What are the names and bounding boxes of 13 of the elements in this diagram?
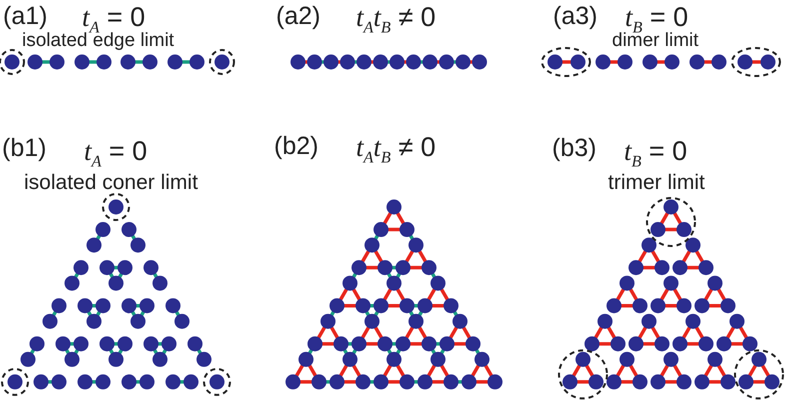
panel-label: (a1): [3, 4, 48, 29]
panel-label: (b1): [2, 136, 46, 161]
limit-caption: trimer limit: [608, 172, 705, 193]
panel-label: (a3): [553, 4, 598, 29]
limit-caption: isolated edge limit: [22, 31, 174, 50]
panel-label: (b3): [552, 136, 596, 161]
hopping-equation: t$_{A}$ = 0: [84, 138, 148, 170]
panel-label: (a2): [276, 4, 320, 29]
hopping-equation: t$_{B}$ = 0: [624, 138, 688, 170]
hopping-equation: t$_{A}$t$_{B}$ ≠ 0: [356, 134, 436, 166]
limit-caption: isolated coner limit: [24, 172, 198, 193]
hopping-equation: t$_{A}$t$_{B}$ ≠ 0: [356, 4, 436, 36]
panel-label: (b2): [274, 134, 318, 159]
